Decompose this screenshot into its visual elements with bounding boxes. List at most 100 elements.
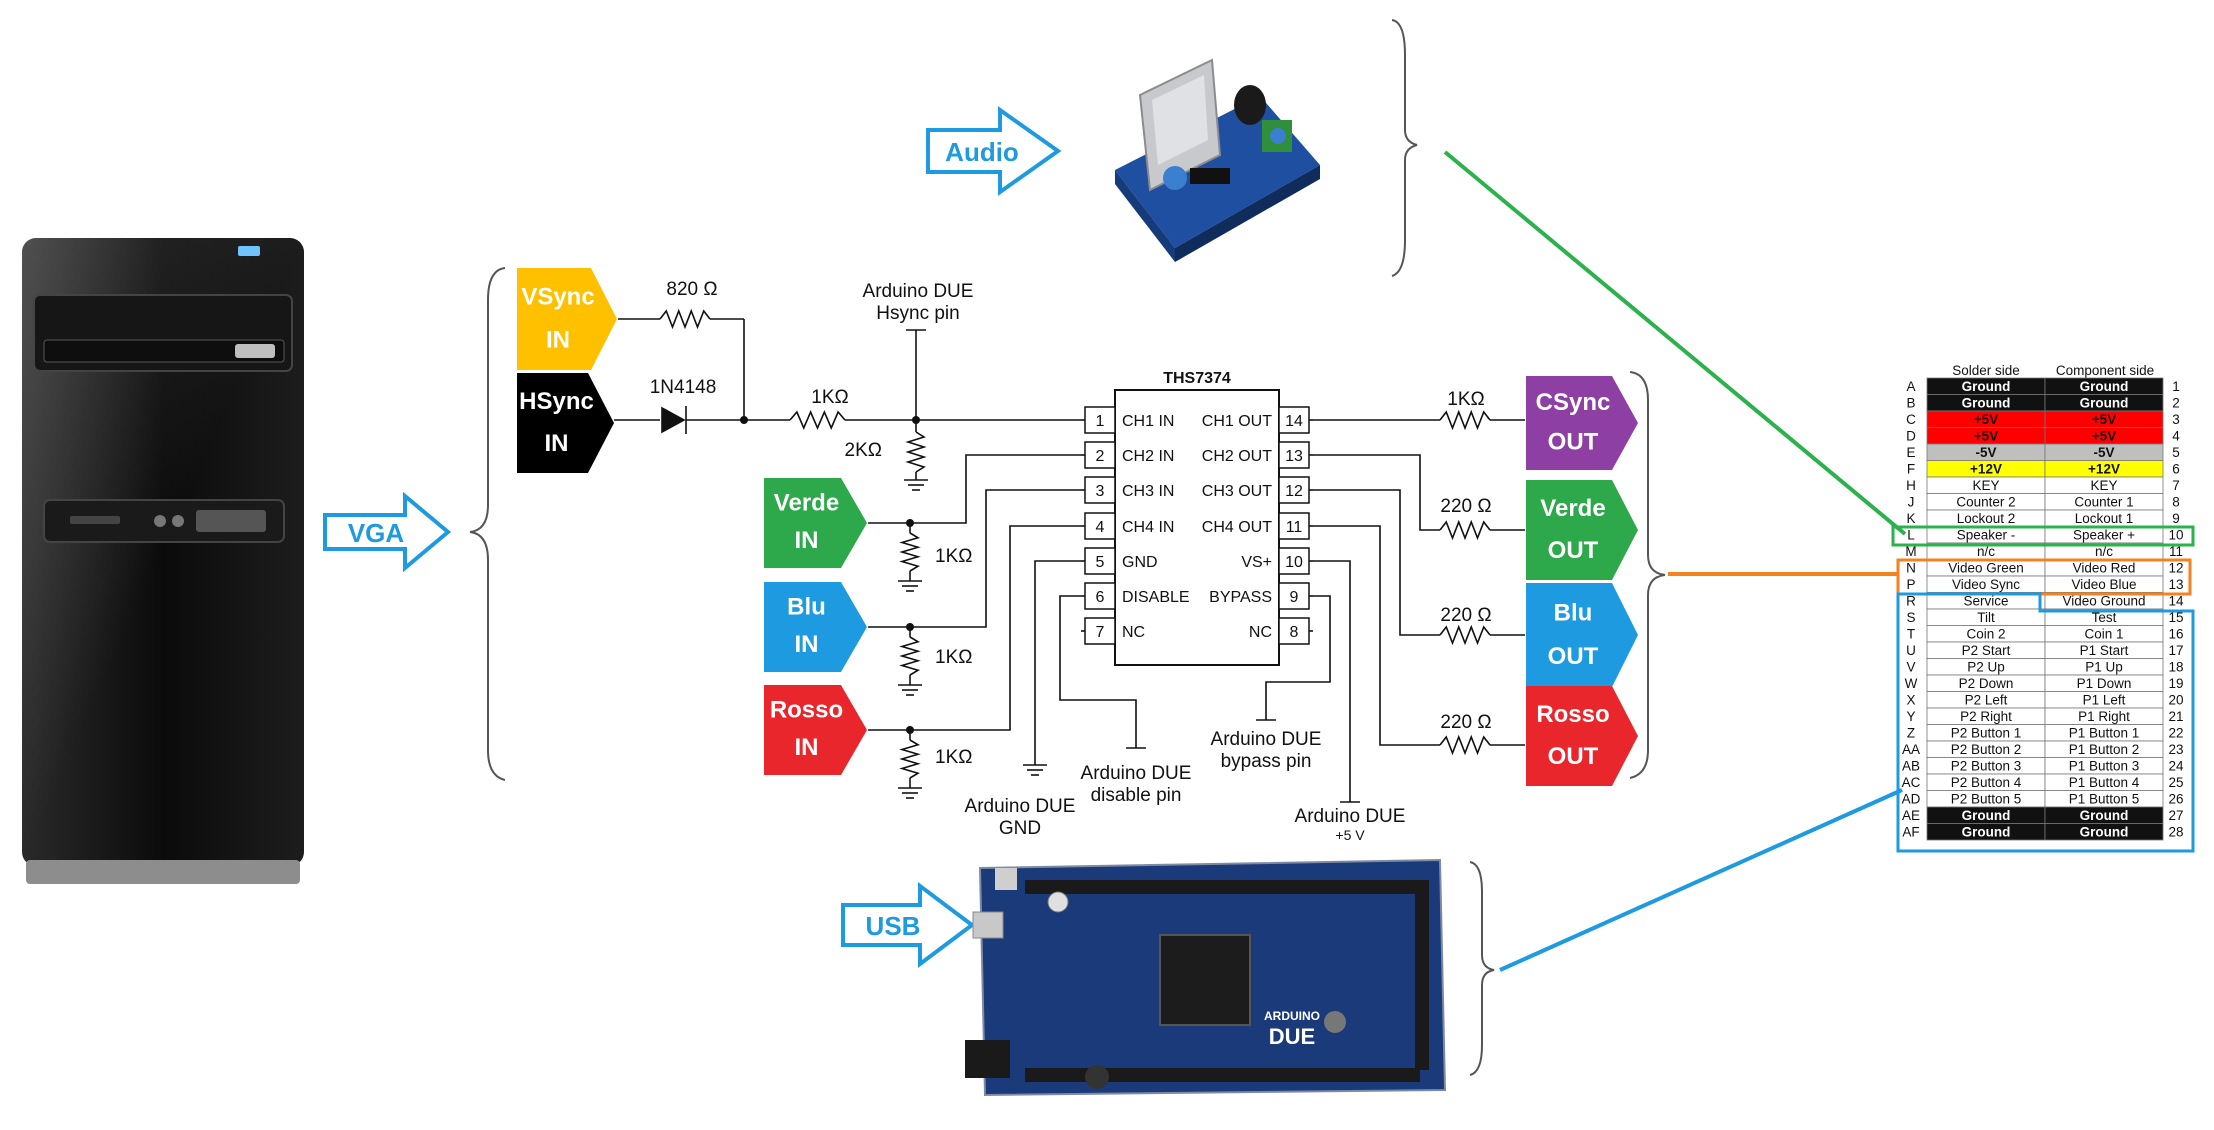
pinout-solder: Speaker - (1957, 528, 2016, 543)
pinout-letter: D (1906, 429, 1916, 444)
video-output-brace (1629, 371, 1666, 779)
pinout-solder: Ground (1962, 396, 2011, 411)
pinout-solder: P2 Button 4 (1951, 775, 2022, 790)
pinout-letter: X (1906, 693, 1915, 708)
resistor-2k-label: 2KΩ (845, 440, 882, 461)
chip-pin-number: 8 (1290, 624, 1299, 641)
pinout-number: 20 (2168, 693, 2183, 708)
pinout-letter: J (1908, 495, 1915, 510)
pinout-solder: P2 Down (1959, 676, 2014, 691)
pinout-solder: P2 Up (1967, 660, 2005, 675)
pinout-component: KEY (2090, 478, 2117, 493)
pinout-letter: U (1906, 643, 1916, 658)
pinout-component: +5V (2092, 429, 2116, 444)
resistor-verde-in-label: 1KΩ (935, 546, 972, 567)
pinout-component: Coin 1 (2084, 627, 2123, 642)
arduino-hsync-label-line2: Hsync pin (876, 303, 959, 324)
pinout-component: P1 Button 1 (2069, 726, 2140, 741)
chip-pin-number: 11 (1286, 519, 1303, 536)
pinout-number: 19 (2168, 676, 2183, 691)
vga-arrow: VGA (323, 491, 452, 573)
chip-pin-box-13 (1278, 441, 1310, 469)
arduino-bypass-label-line1: Arduino DUE (1211, 729, 1322, 750)
resistor-csync-out-label: 1KΩ (1447, 389, 1484, 410)
pinout-header-component: Component side (2056, 363, 2154, 378)
resistor-rosso-out-label: 220 Ω (1440, 712, 1491, 733)
tag-line2: OUT (1548, 743, 1599, 770)
pinout-component: Video Ground (2062, 594, 2145, 609)
chip-pin-number: 6 (1096, 589, 1105, 606)
pinout-letter: H (1906, 478, 1916, 493)
resistor-rosso-in-label: 1KΩ (935, 747, 972, 768)
pinout-component: +12V (2088, 462, 2120, 477)
chip-pin-label: VS+ (1241, 554, 1272, 571)
pinout-number: 25 (2168, 775, 2183, 790)
pinout-component: Video Red (2073, 561, 2136, 576)
pinout-letter: AE (1902, 808, 1920, 823)
tag-line1: VSync (521, 284, 594, 311)
chip-pin-number: 7 (1096, 624, 1105, 641)
pinout-component: Video Blue (2071, 577, 2136, 592)
pinout-letter: M (1905, 544, 1916, 559)
chip-pin-box-12 (1278, 476, 1310, 504)
pinout-component: Speaker + (2073, 528, 2135, 543)
pinout-solder: Ground (1962, 808, 2011, 823)
pinout-letter: L (1907, 528, 1915, 543)
pinout-solder: P2 Left (1965, 693, 2008, 708)
pinout-solder: P2 Button 3 (1951, 759, 2022, 774)
pinout-number: 21 (2168, 709, 2183, 724)
pinout-letter: Y (1906, 709, 1915, 724)
pinout-number: 10 (2168, 528, 2183, 543)
pinout-row: L Speaker - Speaker + 10 (1907, 526, 2184, 544)
chip-pin-number: 5 (1096, 554, 1105, 571)
audio-arrow: Audio (926, 106, 1062, 196)
video-rows-highlight (1896, 558, 2192, 596)
chip-pin-number: 3 (1096, 483, 1105, 500)
tag-line1: Blu (787, 593, 826, 620)
pinout-number: 22 (2168, 726, 2183, 741)
usb-label: USB (866, 911, 921, 941)
tag-line1: Rosso (770, 696, 843, 723)
pinout-component: -5V (2093, 445, 2114, 460)
controls-rows-highlight (1896, 592, 2195, 853)
pinout-solder: P2 Button 5 (1951, 792, 2022, 807)
resistor-blu-out-label: 220 Ω (1440, 605, 1491, 626)
tag-line2: IN (795, 734, 819, 761)
board-due-text: DUE (1269, 1024, 1315, 1049)
board-arduino-text: ARDUINO (1264, 1009, 1320, 1023)
pinout-component: Test (2092, 610, 2117, 625)
chip-pin-number: 14 (1285, 413, 1303, 430)
chip-pin-number: 4 (1096, 519, 1105, 536)
chip-pin-label: CH4 OUT (1202, 519, 1272, 536)
chip-pin-label: BYPASS (1209, 589, 1272, 606)
pinout-solder: Ground (1962, 825, 2011, 840)
chip-pin-box-10 (1278, 547, 1310, 575)
tag-line1: CSync (1536, 389, 1611, 416)
pinout-component: Ground (2080, 379, 2129, 394)
pinout-number: 8 (2172, 495, 2180, 510)
pinout-number: 6 (2172, 462, 2180, 477)
pinout-component: Counter 1 (2074, 495, 2133, 510)
pinout-component: Ground (2080, 808, 2129, 823)
pinout-letter: S (1906, 610, 1915, 625)
pinout-letter: P (1906, 577, 1915, 592)
pinout-number: 4 (2172, 429, 2180, 444)
pinout-component: Ground (2080, 396, 2129, 411)
pinout-letter: A (1906, 379, 1915, 394)
pinout-number: 23 (2168, 742, 2183, 757)
pinout-number: 3 (2172, 412, 2180, 427)
